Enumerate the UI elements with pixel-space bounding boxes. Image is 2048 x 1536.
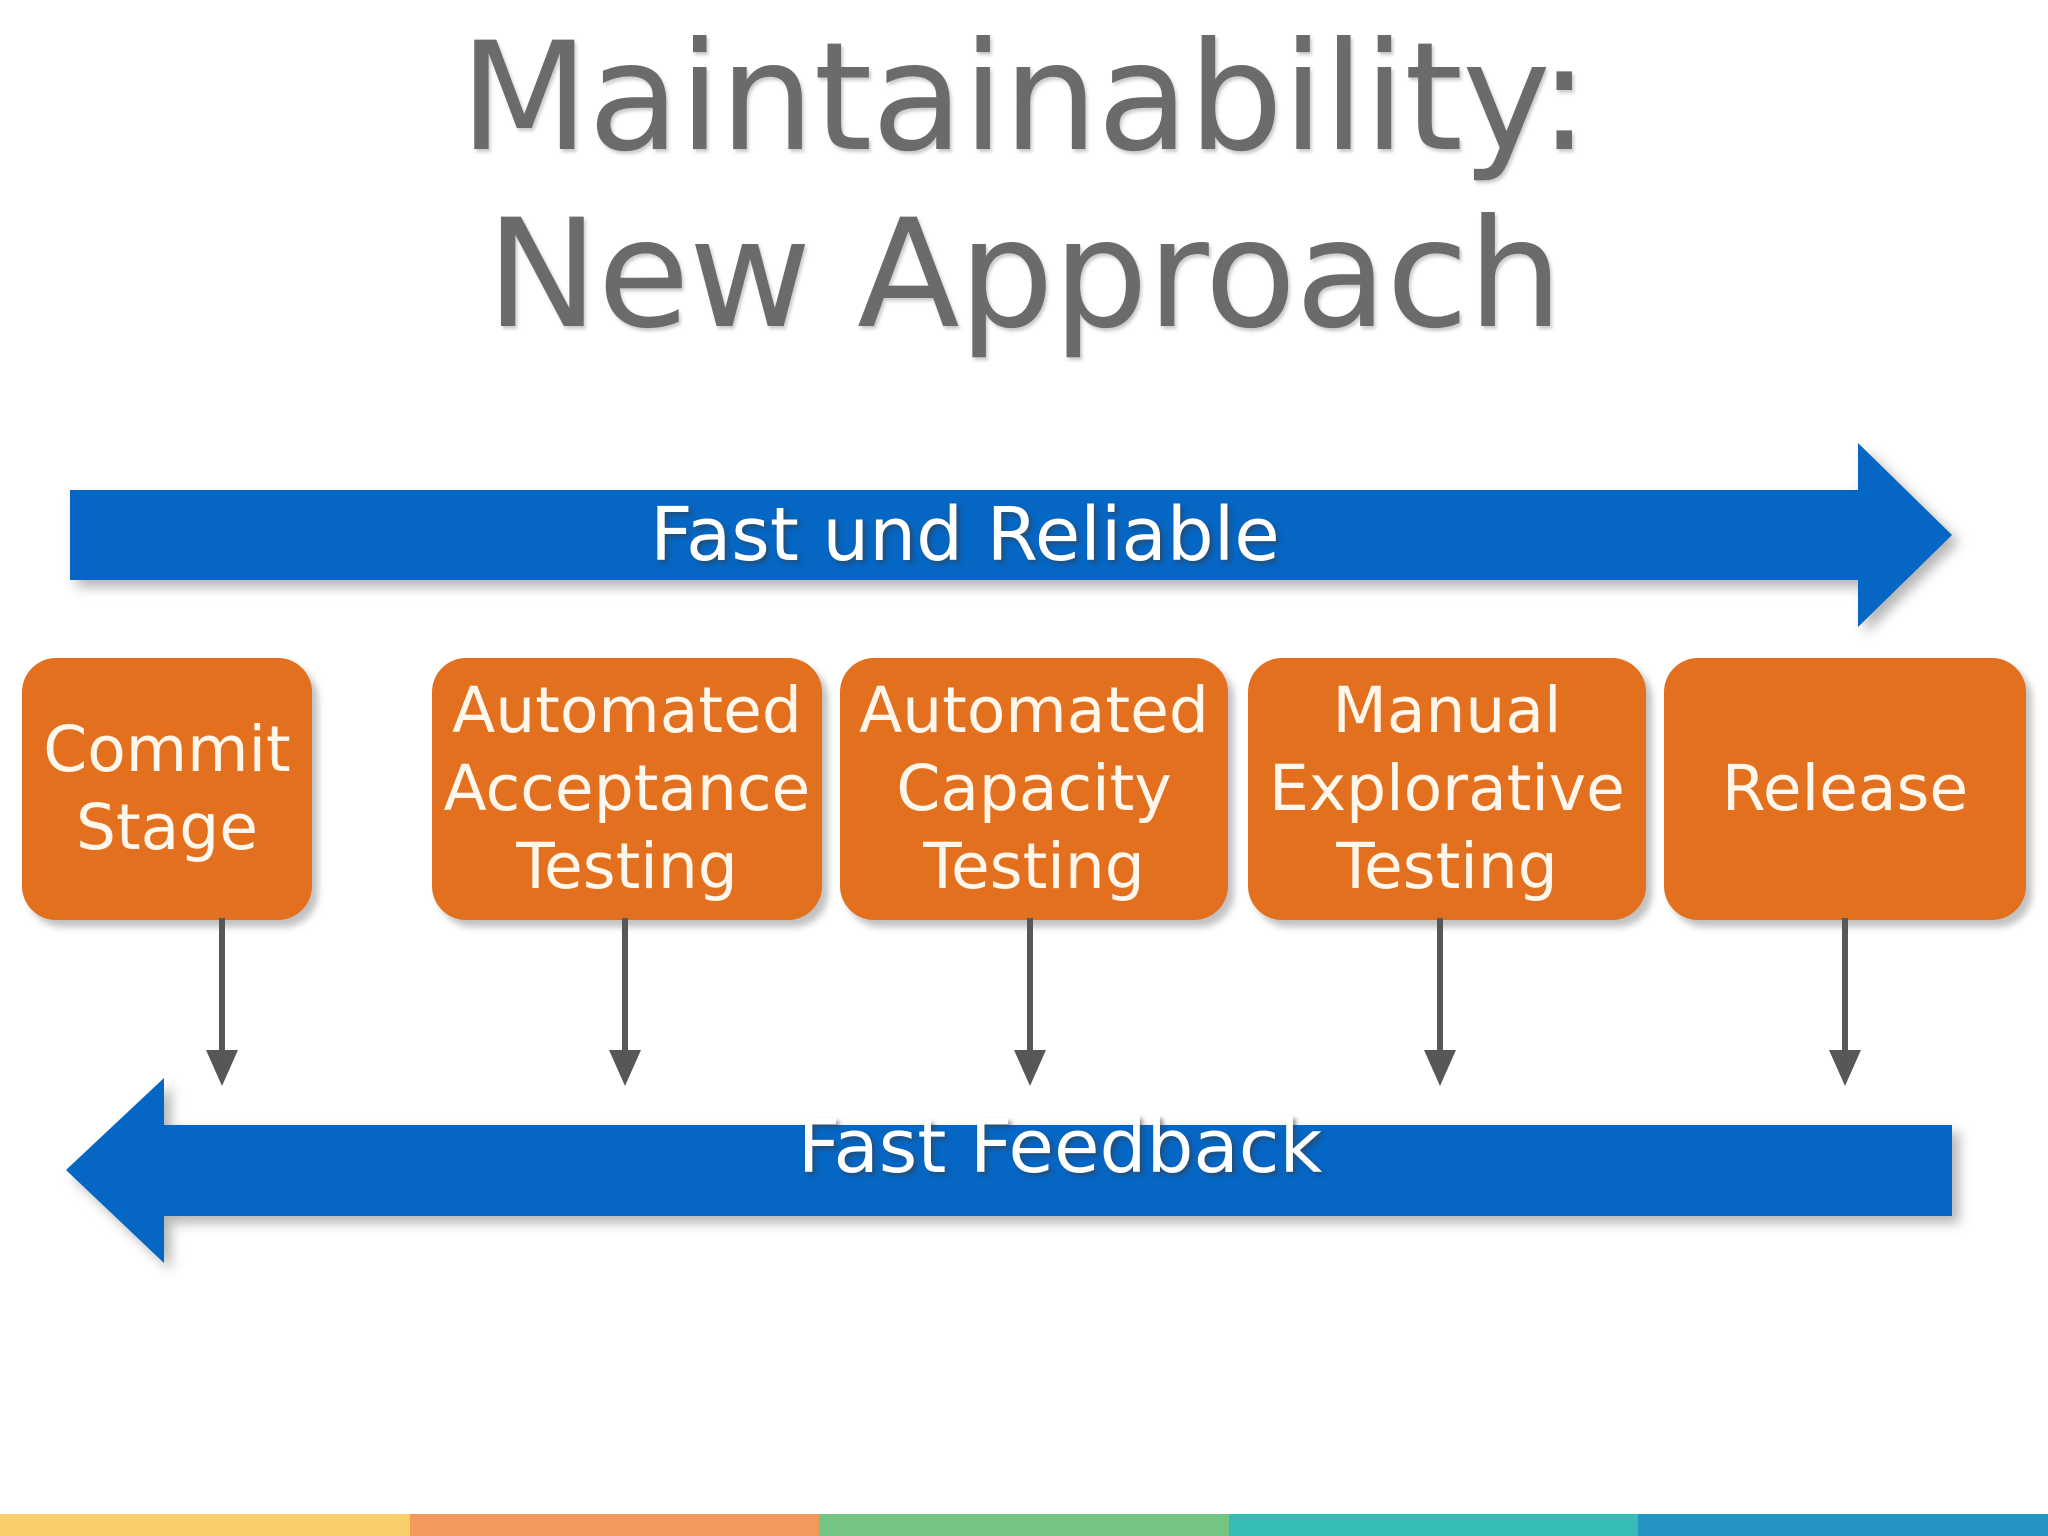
stage-box-automated-capacity-testing[interactable]: Automated Capacity Testing	[840, 658, 1228, 920]
arrow-left-shape	[66, 1078, 1952, 1263]
fast-und-reliable-arrow	[70, 443, 1952, 627]
strip-segment-4	[1228, 1514, 1639, 1536]
stage-box-release[interactable]: Release	[1664, 658, 2026, 920]
connector-down-arrow-4	[1420, 918, 1460, 1088]
stage-label: Commit Stage	[43, 713, 291, 864]
connector-down-arrow-3	[1010, 918, 1050, 1088]
connector-down-arrow-5	[1825, 918, 1865, 1088]
page-title: Maintainability: New Approach	[459, 11, 1590, 362]
stage-box-commit-stage[interactable]: Commit Stage	[22, 658, 312, 920]
stage-box-manual-explorative-testing[interactable]: Manual Explorative Testing	[1248, 658, 1646, 920]
stage-box-automated-acceptance-testing[interactable]: Automated Acceptance Testing	[432, 658, 822, 920]
footer-color-strip	[0, 1514, 2048, 1536]
connector-down-arrow-1	[202, 918, 242, 1088]
strip-segment-3	[819, 1514, 1229, 1536]
strip-segment-1	[0, 1514, 410, 1536]
stage-label: Automated Capacity Testing	[859, 674, 1209, 903]
fast-feedback-arrow	[66, 1078, 1952, 1263]
stage-label: Automated Acceptance Testing	[443, 674, 811, 903]
strip-segment-2	[409, 1514, 820, 1536]
connector-down-arrow-2	[605, 918, 645, 1088]
stage-label: Manual Explorative Testing	[1269, 674, 1625, 903]
stage-label: Release	[1721, 752, 1969, 825]
arrow-right-shape	[70, 443, 1952, 627]
strip-segment-5	[1638, 1514, 2048, 1536]
